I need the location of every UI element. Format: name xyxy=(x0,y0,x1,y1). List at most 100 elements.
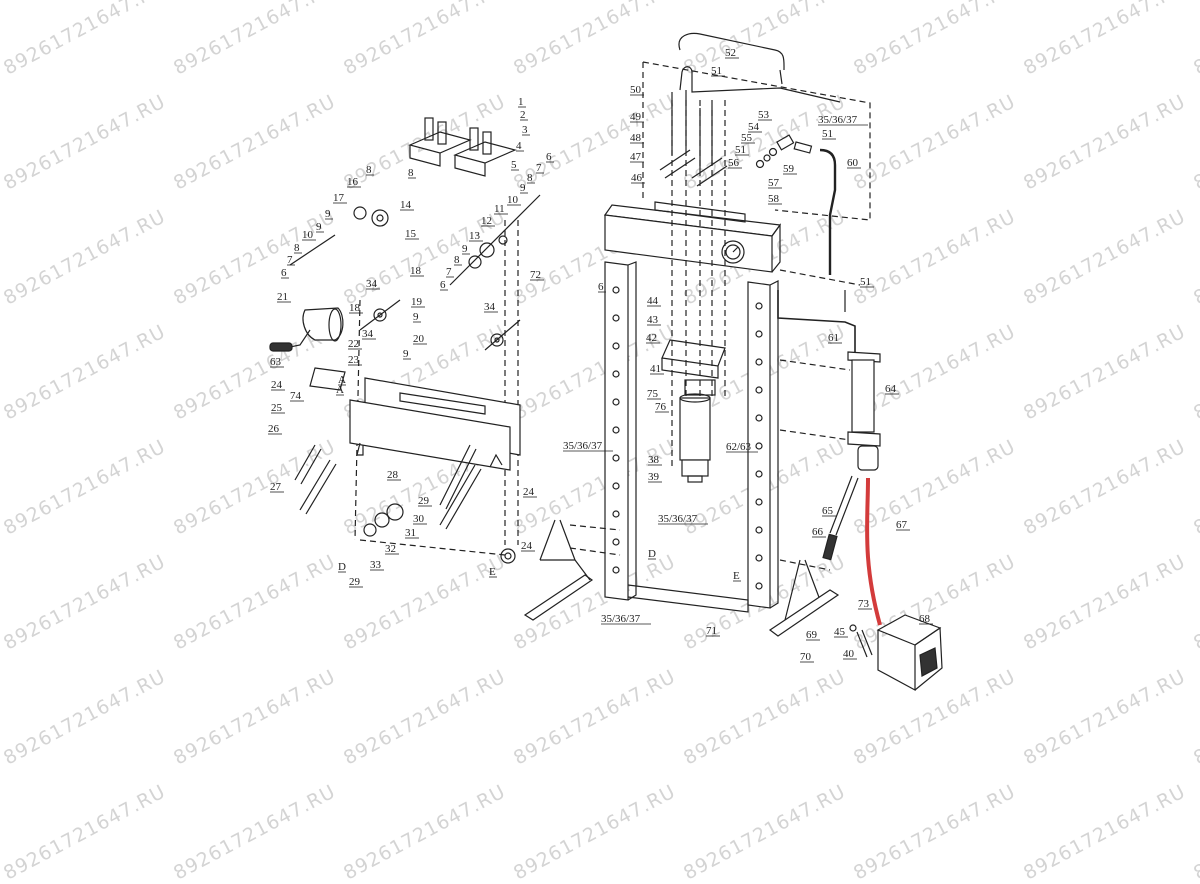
line-40-45 xyxy=(856,629,873,658)
callout-label: 60 xyxy=(847,157,859,169)
callout-label: 42 xyxy=(646,332,657,344)
callout-label: 34 xyxy=(366,278,378,290)
pins xyxy=(294,444,482,530)
shafts xyxy=(289,194,541,351)
callout-label: 12 xyxy=(481,215,492,227)
callout-label: 72 xyxy=(530,269,541,281)
callout-label: 73 xyxy=(858,598,870,610)
callout-label: E xyxy=(733,570,740,582)
callout-label: 6 xyxy=(598,281,604,293)
callout-label: 62/63 xyxy=(726,441,752,453)
bed-plates xyxy=(349,377,521,471)
fittings-cluster xyxy=(755,134,846,312)
callout-label: 2 xyxy=(520,109,526,121)
callout-label: 58 xyxy=(768,193,780,205)
callout-label: 15 xyxy=(405,228,417,240)
callout-label: 46 xyxy=(631,172,643,184)
callout-label: 51 xyxy=(711,65,722,77)
callout-label: 14 xyxy=(400,199,412,211)
callout-label: 69 xyxy=(806,629,818,641)
callout-label: 13 xyxy=(469,230,481,242)
callout-label: 8 xyxy=(294,242,300,254)
air-hydraulic-pump xyxy=(847,351,881,471)
callout-label: 34 xyxy=(484,301,496,313)
callout-label: 35/36/37 xyxy=(563,440,603,452)
callout-label: 38 xyxy=(648,454,660,466)
callout-label: 75 xyxy=(647,388,659,400)
callout-label: 18 xyxy=(410,265,422,277)
callout-label: 39 xyxy=(648,471,660,483)
callout-label: 43 xyxy=(647,314,659,326)
callout-label: 19 xyxy=(411,296,423,308)
watermark-text: 89261721647.RU xyxy=(340,780,510,884)
callout-label: 9 xyxy=(520,182,526,194)
callout-label: 35/36/37 xyxy=(658,513,698,525)
callout-label: 6 xyxy=(546,151,552,163)
watermark-text: 89261721647.RU xyxy=(1190,780,1200,884)
callout-label: 10 xyxy=(507,194,519,206)
callout-label: A xyxy=(338,374,346,386)
callout-label: 9 xyxy=(462,243,468,255)
callout-label: 26 xyxy=(268,423,280,435)
callout-label: 3 xyxy=(522,124,528,136)
callout-label: 51 xyxy=(822,128,833,140)
callout-label: 24 xyxy=(523,486,535,498)
hydraulic-cylinder xyxy=(661,339,726,483)
callout-label: 24 xyxy=(521,540,533,552)
callout-label: 23 xyxy=(348,354,360,366)
callout-label: 7 xyxy=(446,266,452,278)
callout-label: A xyxy=(336,384,344,396)
callout-label: 28 xyxy=(387,469,399,481)
callout-label: 8 xyxy=(527,172,533,184)
callout-label: 65 xyxy=(822,505,834,517)
callout-label: 7 xyxy=(287,254,293,266)
callout-label: 48 xyxy=(630,132,642,144)
handle-grip xyxy=(822,533,838,561)
callout-label: 9 xyxy=(316,221,322,233)
callout-label: 49 xyxy=(630,111,642,123)
callout-label: 55 xyxy=(741,132,753,144)
callout-label: 6 xyxy=(440,279,446,291)
callout-label: 6 xyxy=(281,267,287,279)
callout-label: 53 xyxy=(758,109,770,121)
callout-label: 50 xyxy=(630,84,642,96)
callout-label: 51 xyxy=(735,144,746,156)
oil-line-61 xyxy=(777,290,856,352)
callout-label: 51 xyxy=(860,276,871,288)
right-foot-stand xyxy=(768,559,840,637)
callout-label: 4 xyxy=(516,140,522,152)
callout-label: 1 xyxy=(518,96,524,108)
callout-label: D xyxy=(338,561,346,573)
callout-label: 17 xyxy=(333,192,345,204)
callout-label: 8 xyxy=(366,164,372,176)
watermark-text: 89261721647.RU xyxy=(0,780,170,884)
callout-label: 52 xyxy=(725,47,736,59)
tie-rods xyxy=(659,90,728,187)
callout-label: 9 xyxy=(413,311,419,323)
v-blocks xyxy=(408,117,517,177)
callout-label: 32 xyxy=(385,543,396,555)
callout-label: 59 xyxy=(783,163,795,175)
callout-label: 41 xyxy=(650,363,661,375)
callout-label: 20 xyxy=(413,333,425,345)
callout-label: 29 xyxy=(349,576,361,588)
callout-label: 67 xyxy=(896,519,908,531)
watermark-text: 89261721647.RU xyxy=(850,780,1020,884)
winch xyxy=(269,307,346,391)
callout-label: 9 xyxy=(403,348,409,360)
callout-label: E xyxy=(489,566,496,578)
watermark-text: 89261721647.RU xyxy=(680,780,850,884)
callout-label: 8 xyxy=(408,167,414,179)
watermark-text: 89261721647.RU xyxy=(170,780,340,884)
press-exploded-drawing: 1234567891011121398767234881617141599108… xyxy=(268,32,943,692)
center-lines xyxy=(354,61,871,571)
callout-label: 11 xyxy=(494,203,505,215)
callout-label: 34 xyxy=(362,328,374,340)
callout-label: 44 xyxy=(647,295,659,307)
callout-label: 27 xyxy=(270,481,282,493)
callout-label: 70 xyxy=(800,651,812,663)
callout-label: 29 xyxy=(418,495,430,507)
left-foot-stand xyxy=(523,519,594,621)
